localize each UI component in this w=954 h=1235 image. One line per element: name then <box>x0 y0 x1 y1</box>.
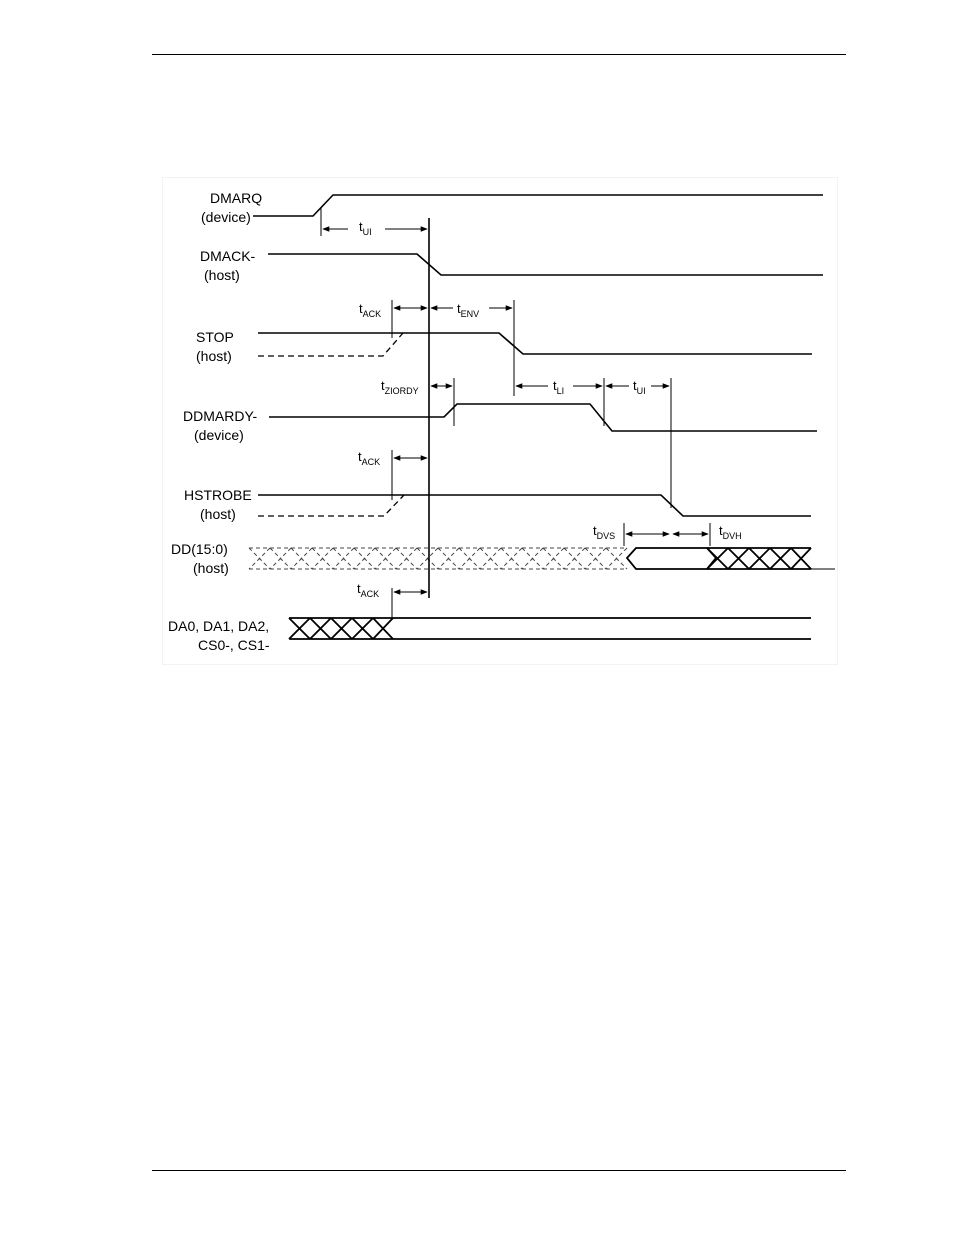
tack-1-base: t <box>359 301 363 316</box>
dmack-label: DMACK- <box>200 248 256 264</box>
tui-2-label: tUI <box>633 378 646 396</box>
tui-1-sub: UI <box>363 227 372 237</box>
tenv-sub: ENV <box>461 309 480 319</box>
tack-2-label: tACK <box>358 449 380 467</box>
dd-bus-valid <box>625 547 718 570</box>
dmarq-owner: (device) <box>201 209 251 225</box>
timing-diagram-figure: DMARQ (device) DMACK- (host) STOP (host)… <box>163 178 837 664</box>
stop-owner: (host) <box>196 348 232 364</box>
dd-bus <box>248 547 835 570</box>
tli-base: t <box>553 378 557 393</box>
footer-rule <box>152 1170 846 1171</box>
dmarq-waveform <box>253 194 823 217</box>
tenv-label: tENV <box>457 301 479 319</box>
da-bus-valid <box>393 617 811 640</box>
timing-diagram: DMARQ (device) DMACK- (host) STOP (host)… <box>168 190 835 653</box>
da-label: DA0, DA1, DA2, <box>168 618 269 634</box>
timing-labels: tUI tACK tENV tZIORDY tLI tUI tACK tDVS … <box>357 219 742 599</box>
tenv-base: t <box>457 301 461 316</box>
tdvh-label: tDVH <box>719 523 742 541</box>
tack-2-base: t <box>358 449 362 464</box>
tack-3-sub: ACK <box>361 589 380 599</box>
ddmardy-owner: (device) <box>194 427 244 443</box>
da-bus <box>288 617 811 640</box>
tui-2-base: t <box>633 378 637 393</box>
tui-1-label: tUI <box>359 219 372 237</box>
waveforms <box>248 194 835 640</box>
dmarq-label: DMARQ <box>210 190 262 206</box>
da-bus-transition-pattern <box>288 617 394 640</box>
tziordy-sub: ZIORDY <box>385 386 419 396</box>
stop-dashed-waveform <box>258 332 404 357</box>
stop-label: STOP <box>196 329 234 345</box>
reference-lines <box>320 208 711 620</box>
tack-1-label: tACK <box>359 301 381 319</box>
signal-labels: DMARQ (device) DMACK- (host) STOP (host)… <box>168 190 270 653</box>
timing-arrows <box>322 226 709 595</box>
tack-3-label: tACK <box>357 581 379 599</box>
dd-bus-undefined-pattern <box>248 547 628 570</box>
tack-3-base: t <box>357 581 361 596</box>
dd-label: DD(15:0) <box>171 541 228 557</box>
dd-owner: (host) <box>193 560 229 576</box>
da-owner: CS0-, CS1- <box>198 637 270 653</box>
ddmardy-waveform <box>269 403 817 432</box>
dmack-owner: (host) <box>204 267 240 283</box>
tui-2-sub: UI <box>637 386 646 396</box>
tdvs-base: t <box>593 523 597 538</box>
tziordy-base: t <box>381 378 385 393</box>
tli-sub: LI <box>557 386 565 396</box>
ddmardy-label: DDMARDY- <box>183 408 257 424</box>
tdvh-sub: DVH <box>723 531 742 541</box>
tziordy-label: tZIORDY <box>381 378 419 396</box>
tdvh-base: t <box>719 523 723 538</box>
tack-1-sub: ACK <box>363 309 382 319</box>
hstrobe-owner: (host) <box>200 506 236 522</box>
hstrobe-label: HSTROBE <box>184 487 252 503</box>
header-rule <box>152 54 846 55</box>
stop-waveform <box>258 332 812 355</box>
tack-2-sub: ACK <box>362 457 381 467</box>
dmack-waveform <box>268 253 823 276</box>
tdvs-label: tDVS <box>593 523 615 541</box>
tdvs-sub: DVS <box>597 531 616 541</box>
tli-label: tLI <box>553 378 564 396</box>
tui-1-base: t <box>359 219 363 234</box>
hstrobe-waveform <box>258 494 811 517</box>
hstrobe-dashed-waveform <box>258 494 405 517</box>
dd-bus-hold-pattern <box>706 547 812 570</box>
